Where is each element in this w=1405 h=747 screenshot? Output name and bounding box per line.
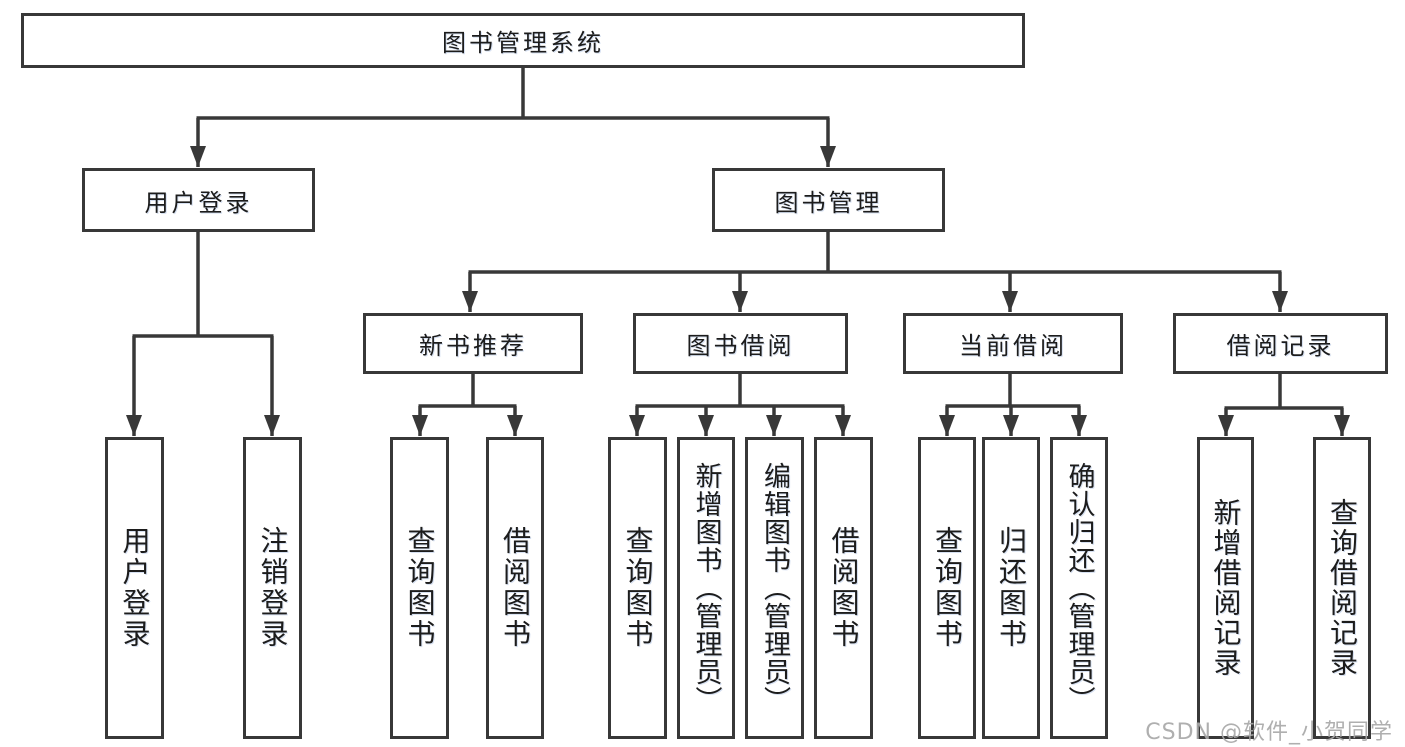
leaf-cb-return-books: 归还图书 bbox=[982, 437, 1040, 739]
node-user-login: 用户登录 bbox=[82, 168, 315, 232]
node-book-management: 图书管理 bbox=[712, 168, 945, 232]
leaf-logout: 注销登录 bbox=[243, 437, 302, 739]
node-book-borrowing: 图书借阅 bbox=[633, 313, 848, 374]
node-new-book-recommend: 新书推荐 bbox=[363, 313, 583, 374]
leaf-bb-query-books: 查询图书 bbox=[608, 437, 667, 739]
leaf-nb-borrow-books: 借阅图书 bbox=[486, 437, 544, 739]
leaf-cb-confirm-return-admin: 确认归还（管理员） bbox=[1050, 437, 1108, 739]
leaf-bb-borrow-books: 借阅图书 bbox=[814, 437, 873, 739]
leaf-user-login: 用户登录 bbox=[105, 437, 164, 739]
leaf-br-add-record: 新增借阅记录 bbox=[1197, 437, 1254, 739]
node-borrow-records: 借阅记录 bbox=[1173, 313, 1388, 374]
leaf-cb-query-books: 查询图书 bbox=[918, 437, 976, 739]
leaf-bb-edit-books-admin: 编辑图书（管理员） bbox=[745, 437, 804, 739]
leaf-br-query-record: 查询借阅记录 bbox=[1313, 437, 1371, 739]
node-current-borrowing: 当前借阅 bbox=[903, 313, 1123, 374]
leaf-nb-query-books: 查询图书 bbox=[390, 437, 449, 739]
node-root-system: 图书管理系统 bbox=[21, 13, 1025, 68]
leaf-bb-add-books-admin: 新增图书（管理员） bbox=[677, 437, 735, 739]
csdn-watermark: CSDN @软件_小贺同学 bbox=[1145, 720, 1393, 745]
